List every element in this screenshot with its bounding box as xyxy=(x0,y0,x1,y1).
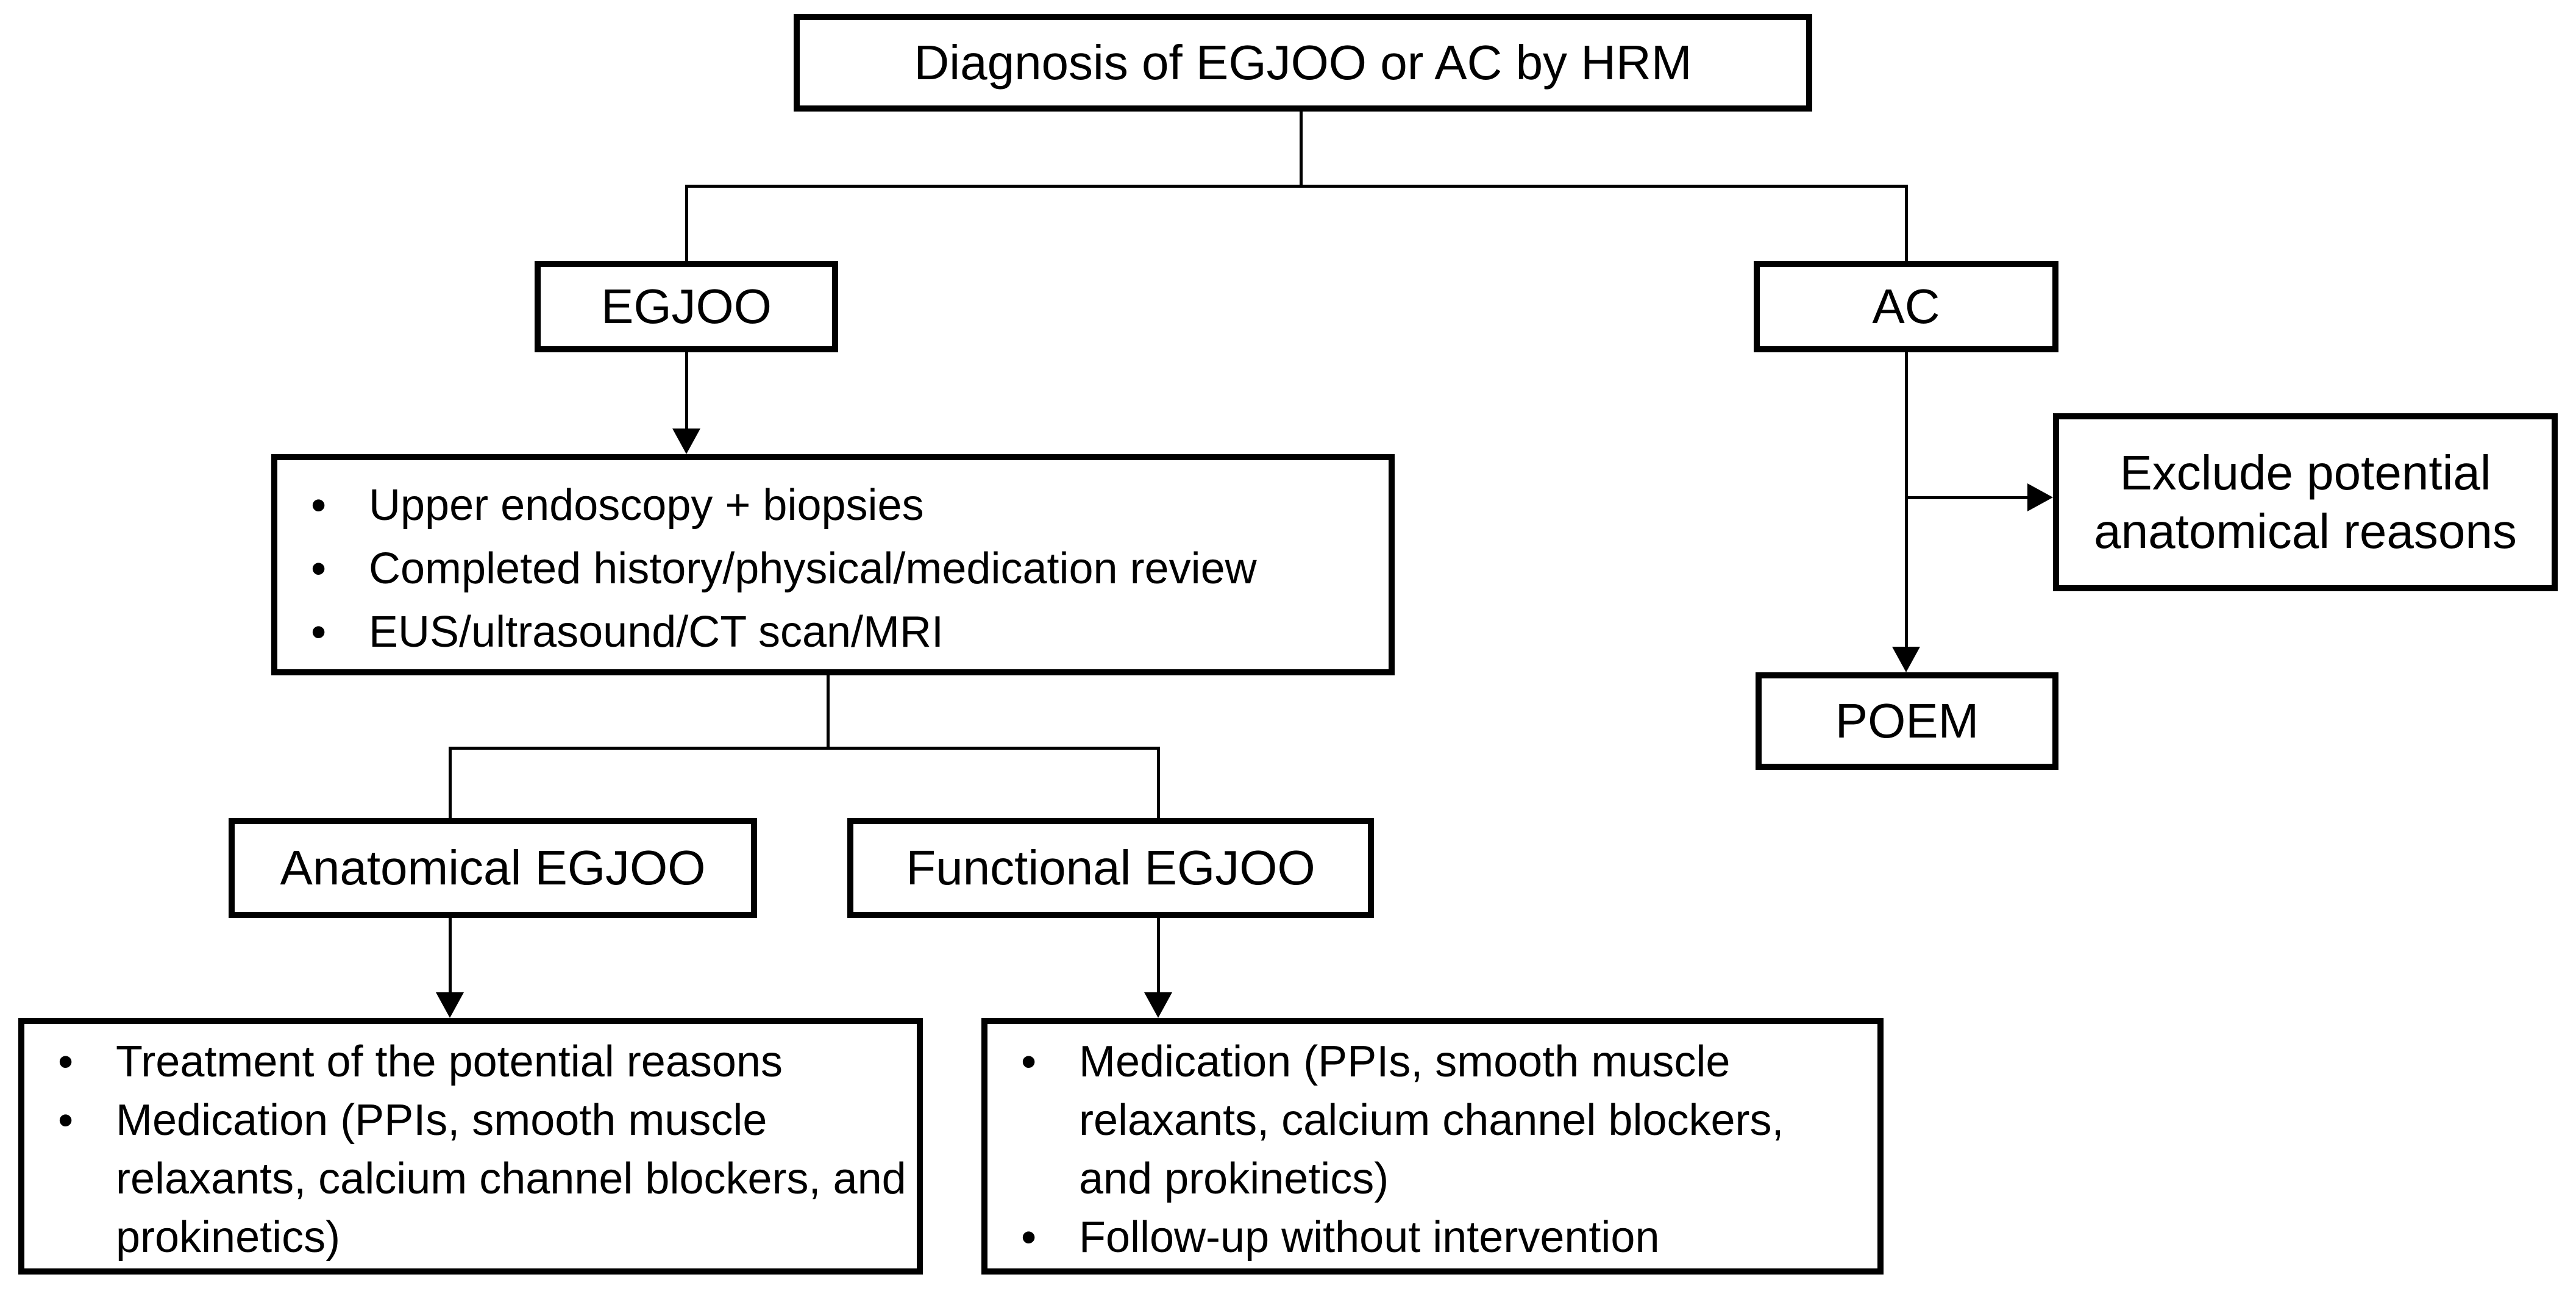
workup-bullet-2: Completed history/physical/medication re… xyxy=(369,544,1257,593)
bullet-icon: • xyxy=(58,1096,74,1145)
node-workup: • Upper endoscopy + biopsies • Completed… xyxy=(271,454,1395,675)
node-egjoo: EGJOO xyxy=(535,261,838,352)
bullet-icon: • xyxy=(311,608,327,656)
list-item: • EUS/ultrasound/CT scan/MRI xyxy=(277,600,1389,664)
workup-bullet-1: Upper endoscopy + biopsies xyxy=(369,481,924,530)
bullet-icon: • xyxy=(311,481,327,530)
arrowhead-down-icon xyxy=(1144,992,1172,1018)
connector-top-branch xyxy=(685,185,1908,188)
node-anatomical-plan: • Treatment of the potential reasons • M… xyxy=(18,1018,923,1275)
node-egjoo-label: EGJOO xyxy=(600,279,772,333)
connector-ac-to-exclude xyxy=(1906,496,2030,499)
list-item: • Upper endoscopy + biopsies xyxy=(277,474,1389,537)
node-functional-plan: • Medication (PPIs, smooth muscle relaxa… xyxy=(981,1018,1884,1275)
bullet-icon: • xyxy=(1021,1213,1037,1262)
bullet-icon: • xyxy=(58,1037,74,1086)
arrowhead-down-icon xyxy=(436,992,464,1018)
workup-bullet-3: EUS/ultrasound/CT scan/MRI xyxy=(369,608,944,656)
list-item: • Completed history/physical/medication … xyxy=(277,537,1389,600)
connector-egjoo-in xyxy=(685,185,688,261)
connector-anatomical-out xyxy=(449,918,452,996)
arrowhead-down-icon xyxy=(1892,647,1920,672)
functional-plan-bullet-2: Follow-up without intervention xyxy=(1079,1213,1660,1262)
functional-plan-bullet-1: Medication (PPIs, smooth muscle relaxant… xyxy=(1079,1037,1784,1203)
bullet-icon: • xyxy=(1021,1037,1037,1086)
anatomical-plan-bullet-2: Medication (PPIs, smooth muscle relaxant… xyxy=(116,1096,906,1262)
connector-mid-branch xyxy=(449,747,1160,750)
node-poem-label: POEM xyxy=(1835,694,1979,748)
connector-ac-in xyxy=(1905,185,1908,261)
node-functional-egjoo: Functional EGJOO xyxy=(847,818,1374,918)
node-functional-egjoo-label: Functional EGJOO xyxy=(906,841,1315,895)
connector-workup-down xyxy=(827,675,830,750)
node-anatomical-egjoo-label: Anatomical EGJOO xyxy=(280,841,706,895)
node-ac: AC xyxy=(1754,261,2058,352)
arrowhead-down-icon xyxy=(672,428,700,454)
node-exclude: Exclude potential anatomical reasons xyxy=(2053,413,2558,591)
connector-ac-to-poem xyxy=(1905,352,1908,650)
node-poem: POEM xyxy=(1756,672,2058,770)
node-anatomical-egjoo: Anatomical EGJOO xyxy=(229,818,757,918)
node-ac-label: AC xyxy=(1872,279,1940,333)
connector-functional-in xyxy=(1157,747,1160,818)
node-exclude-label: Exclude potential anatomical reasons xyxy=(2094,446,2517,558)
list-item: • Treatment of the potential reasons xyxy=(24,1033,917,1091)
anatomical-plan-bullet-1: Treatment of the potential reasons xyxy=(116,1037,783,1086)
node-diagnosis: Diagnosis of EGJOO or AC by HRM xyxy=(794,14,1812,112)
arrowhead-right-icon xyxy=(2027,483,2053,511)
connector-functional-out xyxy=(1157,918,1160,996)
list-item: • Medication (PPIs, smooth muscle relaxa… xyxy=(987,1033,1877,1208)
list-item: • Follow-up without intervention xyxy=(987,1208,1877,1267)
connector-anatomical-in xyxy=(449,747,452,818)
node-diagnosis-label: Diagnosis of EGJOO or AC by HRM xyxy=(914,35,1692,90)
connector-egjoo-to-workup xyxy=(685,352,688,432)
connector-diagnosis-down xyxy=(1300,112,1303,188)
list-item: • Medication (PPIs, smooth muscle relaxa… xyxy=(24,1091,917,1267)
bullet-icon: • xyxy=(311,544,327,593)
